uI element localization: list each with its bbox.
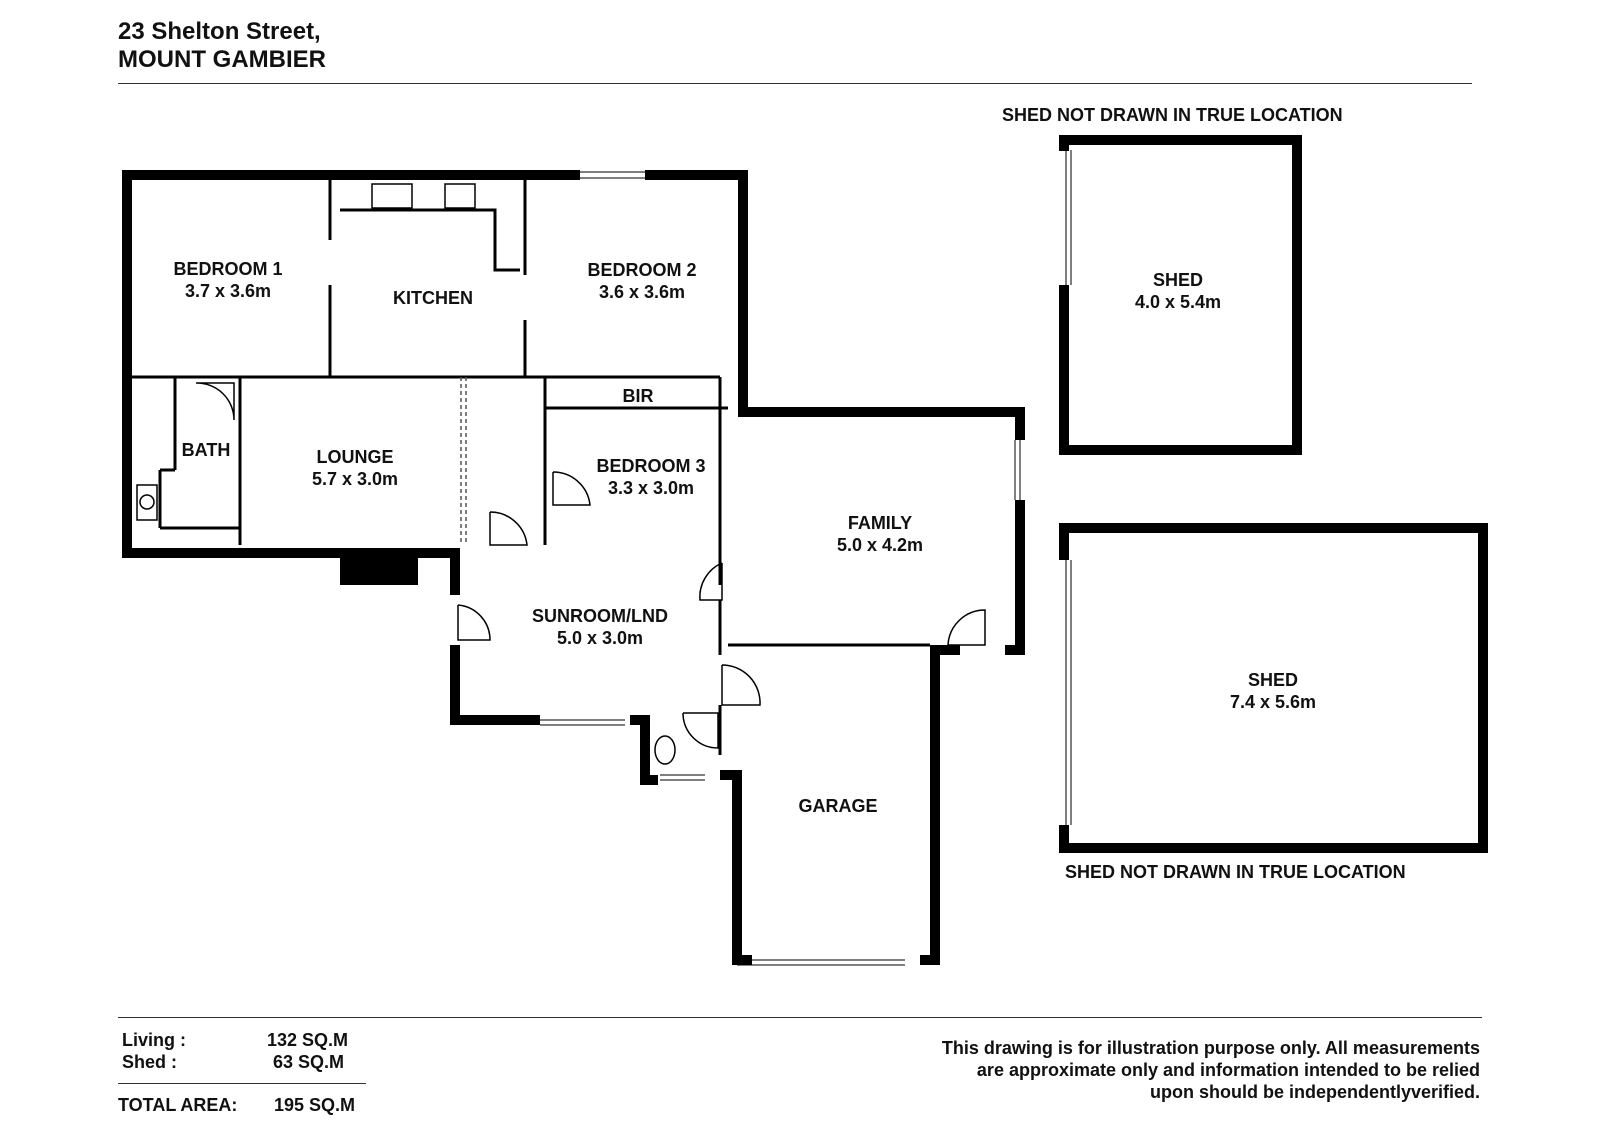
room-name: BIR	[622, 386, 654, 406]
room-size: 7.4 x 5.6m	[1229, 692, 1317, 712]
room-name: FAMILY	[847, 513, 913, 533]
area-shed-label: Shed :	[122, 1052, 178, 1072]
room-name: SUNROOM/LND	[532, 606, 668, 626]
room-name: BATH	[181, 440, 231, 460]
room-size: 3.7 x 3.6m	[184, 281, 272, 301]
room-name: GARAGE	[798, 796, 878, 816]
footer-divider	[118, 1017, 1482, 1018]
room-name: BEDROOM 1	[173, 259, 283, 279]
disclaimer-line-1: This drawing is for illustration purpose…	[941, 1038, 1480, 1058]
address-line-1: 23 Shelton Street,	[118, 18, 321, 45]
area-total-label: TOTAL AREA:	[118, 1095, 238, 1115]
disclaimer: This drawing is for illustration purpose…	[942, 1037, 1480, 1103]
room-size: 3.3 x 3.0m	[607, 478, 695, 498]
header-divider	[118, 83, 1472, 84]
room-name: KITCHEN	[393, 288, 473, 308]
room-name: LOUNGE	[316, 447, 394, 467]
area-living-value: 132 SQ.M	[267, 1030, 349, 1050]
room-bath: BATH	[182, 439, 231, 461]
disclaimer-line-3: upon should be independentlyverified.	[1149, 1082, 1480, 1102]
room-garage: GARAGE	[798, 795, 877, 817]
room-size: 3.6 x 3.6m	[598, 282, 686, 302]
shed-location-note-top: SHED NOT DRAWN IN TRUE LOCATION	[1002, 105, 1343, 125]
total-divider	[118, 1083, 366, 1084]
room-name: SHED	[1152, 270, 1203, 290]
room-kitchen: KITCHEN	[393, 287, 473, 309]
room-size: 5.7 x 3.0m	[311, 469, 399, 489]
area-shed-value: 63 SQ.M	[273, 1052, 345, 1072]
room-size: 5.0 x 4.2m	[836, 535, 924, 555]
room-name: SHED	[1247, 670, 1298, 690]
disclaimer-line-2: are approximate only and information int…	[976, 1060, 1480, 1080]
area-living-label: Living :	[122, 1030, 186, 1050]
room-name: BEDROOM 3	[596, 456, 706, 476]
room-name: BEDROOM 2	[587, 260, 697, 280]
room-bir: BIR	[623, 385, 654, 407]
room-size: 4.0 x 5.4m	[1134, 292, 1222, 312]
room-size: 5.0 x 3.0m	[556, 628, 644, 648]
area-total-value: 195 SQ.M	[274, 1095, 356, 1115]
address-line-2: MOUNT GAMBIER	[118, 46, 326, 73]
shed-location-note-bottom: SHED NOT DRAWN IN TRUE LOCATION	[1065, 862, 1406, 882]
